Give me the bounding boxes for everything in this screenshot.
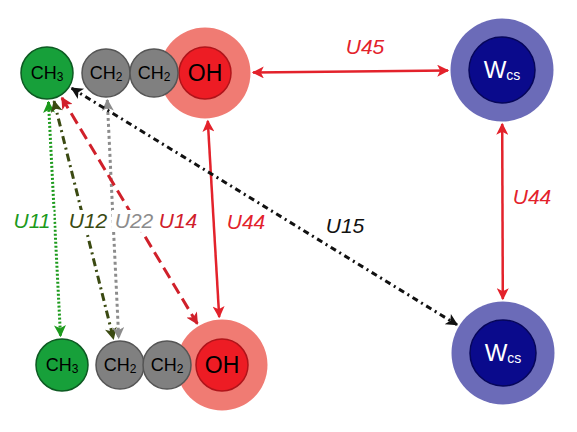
- subscript-text: cs: [506, 68, 520, 82]
- bead-label: CH2: [142, 340, 192, 390]
- bead-label: CH2: [129, 48, 179, 98]
- subscript-text: 2: [164, 71, 171, 83]
- bead-text: CH: [31, 64, 57, 82]
- bead-core: [179, 47, 231, 99]
- bead-core: [196, 339, 248, 391]
- bead-label: CH3: [35, 338, 89, 392]
- bead-label: CH2: [81, 48, 131, 98]
- bead-core: [130, 49, 178, 97]
- subscript-text: 3: [57, 71, 64, 83]
- subscript-text: 2: [116, 71, 123, 83]
- bead-halo: [452, 302, 555, 405]
- interaction-arrow: [208, 121, 219, 317]
- methylene-bead: CH2: [95, 340, 145, 390]
- bead-core: [21, 47, 73, 99]
- bead-text: CH: [46, 356, 72, 374]
- bead-text: CH: [90, 64, 116, 82]
- bead-label: OH: [159, 27, 251, 119]
- bead-text: CH: [138, 64, 164, 82]
- bead-text: CH: [104, 356, 130, 374]
- bead-halo: [451, 19, 554, 122]
- methylene-bead: CH2: [81, 48, 131, 98]
- bead-label: Wcs: [450, 18, 554, 122]
- potential-label: U15: [323, 215, 368, 237]
- bead-label: CH2: [95, 340, 145, 390]
- methylene-bead: CH2: [129, 48, 179, 98]
- bead-text: OH: [188, 62, 223, 85]
- potential-label: U44: [510, 186, 555, 208]
- hydroxyl-bead: OH: [176, 319, 268, 411]
- subscript-text: 3: [72, 363, 79, 375]
- potential-label: U12: [66, 210, 111, 232]
- water-bead: Wcs: [450, 18, 554, 122]
- potential-label: U45: [343, 36, 388, 58]
- bead-label: Wcs: [451, 301, 555, 405]
- potential-label: U14: [156, 210, 201, 232]
- methylene-bead: CH2: [142, 340, 192, 390]
- interaction-arrow: [253, 71, 448, 73]
- water-bead: Wcs: [451, 301, 555, 405]
- potential-label: U44: [224, 211, 269, 233]
- methyl-bead: CH3: [20, 46, 74, 100]
- bead-core: [469, 37, 535, 103]
- bead-label: OH: [176, 319, 268, 411]
- bead-core: [82, 49, 130, 97]
- bead-text: W: [484, 58, 507, 82]
- bead-core: [96, 341, 144, 389]
- bead-core: [143, 341, 191, 389]
- bead-text: CH: [151, 356, 177, 374]
- bead-text: OH: [205, 354, 240, 377]
- bead-text: W: [485, 341, 508, 365]
- methyl-bead: CH3: [35, 338, 89, 392]
- potential-label: U11: [11, 210, 54, 232]
- potential-label: U22: [112, 210, 157, 232]
- subscript-text: 2: [130, 363, 137, 375]
- bead-label: CH3: [20, 46, 74, 100]
- bead-core: [36, 339, 88, 391]
- hydroxyl-bead: OH: [159, 27, 251, 119]
- bead-core: [470, 320, 536, 386]
- interaction-arrow: [501, 124, 504, 299]
- interaction-arrow: [72, 88, 457, 325]
- subscript-text: cs: [507, 351, 521, 365]
- subscript-text: 2: [177, 363, 184, 375]
